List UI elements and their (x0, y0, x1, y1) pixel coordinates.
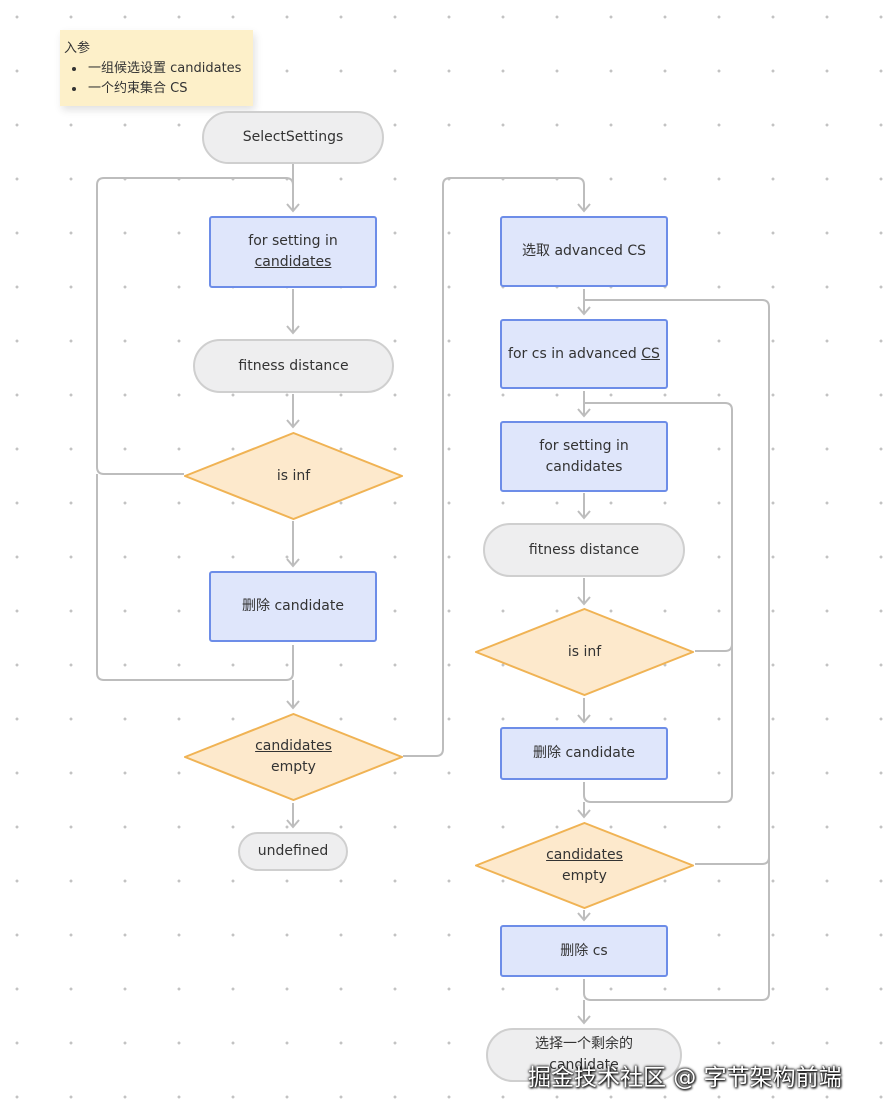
arrowhead (286, 325, 300, 335)
arrowhead (286, 819, 300, 829)
delete-cs-process[interactable]: 删除 cs (500, 925, 668, 977)
select-remaining-candidate-terminal[interactable]: 选择一个剩余的 candidate (486, 1028, 682, 1082)
loop-var: candidates (254, 254, 332, 270)
edge-left-empty-to-right (403, 177, 585, 757)
arrowhead (577, 408, 591, 418)
loop-prefix: for setting in (248, 233, 338, 249)
delete-candidate-process[interactable]: 删除 candidate (209, 571, 377, 642)
empty-var: candidates (255, 738, 332, 754)
loop-setting-in-candidates-right[interactable]: for setting in candidates (500, 421, 668, 492)
arrowhead (286, 700, 300, 710)
edge-isinf-back-to-loop (96, 177, 294, 475)
arrowhead (577, 510, 591, 520)
loop-setting-in-candidates[interactable]: for setting in candidates (209, 216, 377, 288)
arrowhead (577, 809, 591, 819)
diamond-shape (184, 713, 403, 801)
arrowhead (577, 203, 591, 213)
edge-delete-back-to-loop (96, 474, 294, 681)
watermark: 掘金技术社区 @ 字节架构前端 (528, 1065, 842, 1091)
arrowhead (286, 558, 300, 568)
loop-cs-var: CS (641, 345, 660, 362)
loop-cs-prefix: for cs in advanced (508, 345, 637, 362)
empty-word: empty (271, 759, 316, 775)
empty-word: empty (562, 867, 607, 884)
delete-candidate-process-right[interactable]: 删除 candidate (500, 727, 668, 780)
arrowhead (577, 1015, 591, 1025)
arrowhead (577, 306, 591, 316)
note-title: 入参 (64, 41, 91, 56)
fitness-distance-terminal[interactable]: fitness distance (193, 339, 394, 393)
diamond-shape (184, 432, 403, 520)
edge-empty-back-to-loopcs (584, 299, 770, 865)
candidates-empty-decision[interactable]: candidates empty (184, 713, 403, 801)
arrowhead (577, 714, 591, 724)
empty-var: candidates (546, 846, 623, 863)
arrowhead (286, 419, 300, 429)
arrowhead (577, 596, 591, 606)
note-item: 一组候选设置 candidates (86, 59, 249, 79)
edge-isinf-back-to-loopsetting (584, 402, 733, 652)
diamond-shape (475, 608, 694, 696)
note-item: 一个约束集合 CS (86, 79, 249, 99)
undefined-terminal[interactable]: undefined (238, 832, 348, 871)
select-advanced-cs-process[interactable]: 选取 advanced CS (500, 216, 668, 287)
start-terminal[interactable]: SelectSettings (202, 111, 384, 164)
is-inf-decision-right[interactable]: is inf (475, 608, 694, 696)
arrowhead (577, 912, 591, 922)
note-list: 一组候选设置 candidates 一个约束集合 CS (64, 59, 249, 99)
fitness-distance-terminal-right[interactable]: fitness distance (483, 523, 685, 577)
edge-deletecs-back-to-loopcs (583, 857, 770, 1001)
edge-delete-back-to-loopsetting (583, 644, 733, 803)
candidates-empty-decision-right[interactable]: candidates empty (475, 822, 694, 909)
arrowhead (286, 203, 300, 213)
diamond-shape (475, 822, 694, 909)
loop-cs-in-advanced-cs[interactable]: for cs in advanced CS (500, 319, 668, 389)
input-params-note: 入参 一组候选设置 candidates 一个约束集合 CS (60, 30, 253, 106)
is-inf-decision[interactable]: is inf (184, 432, 403, 520)
